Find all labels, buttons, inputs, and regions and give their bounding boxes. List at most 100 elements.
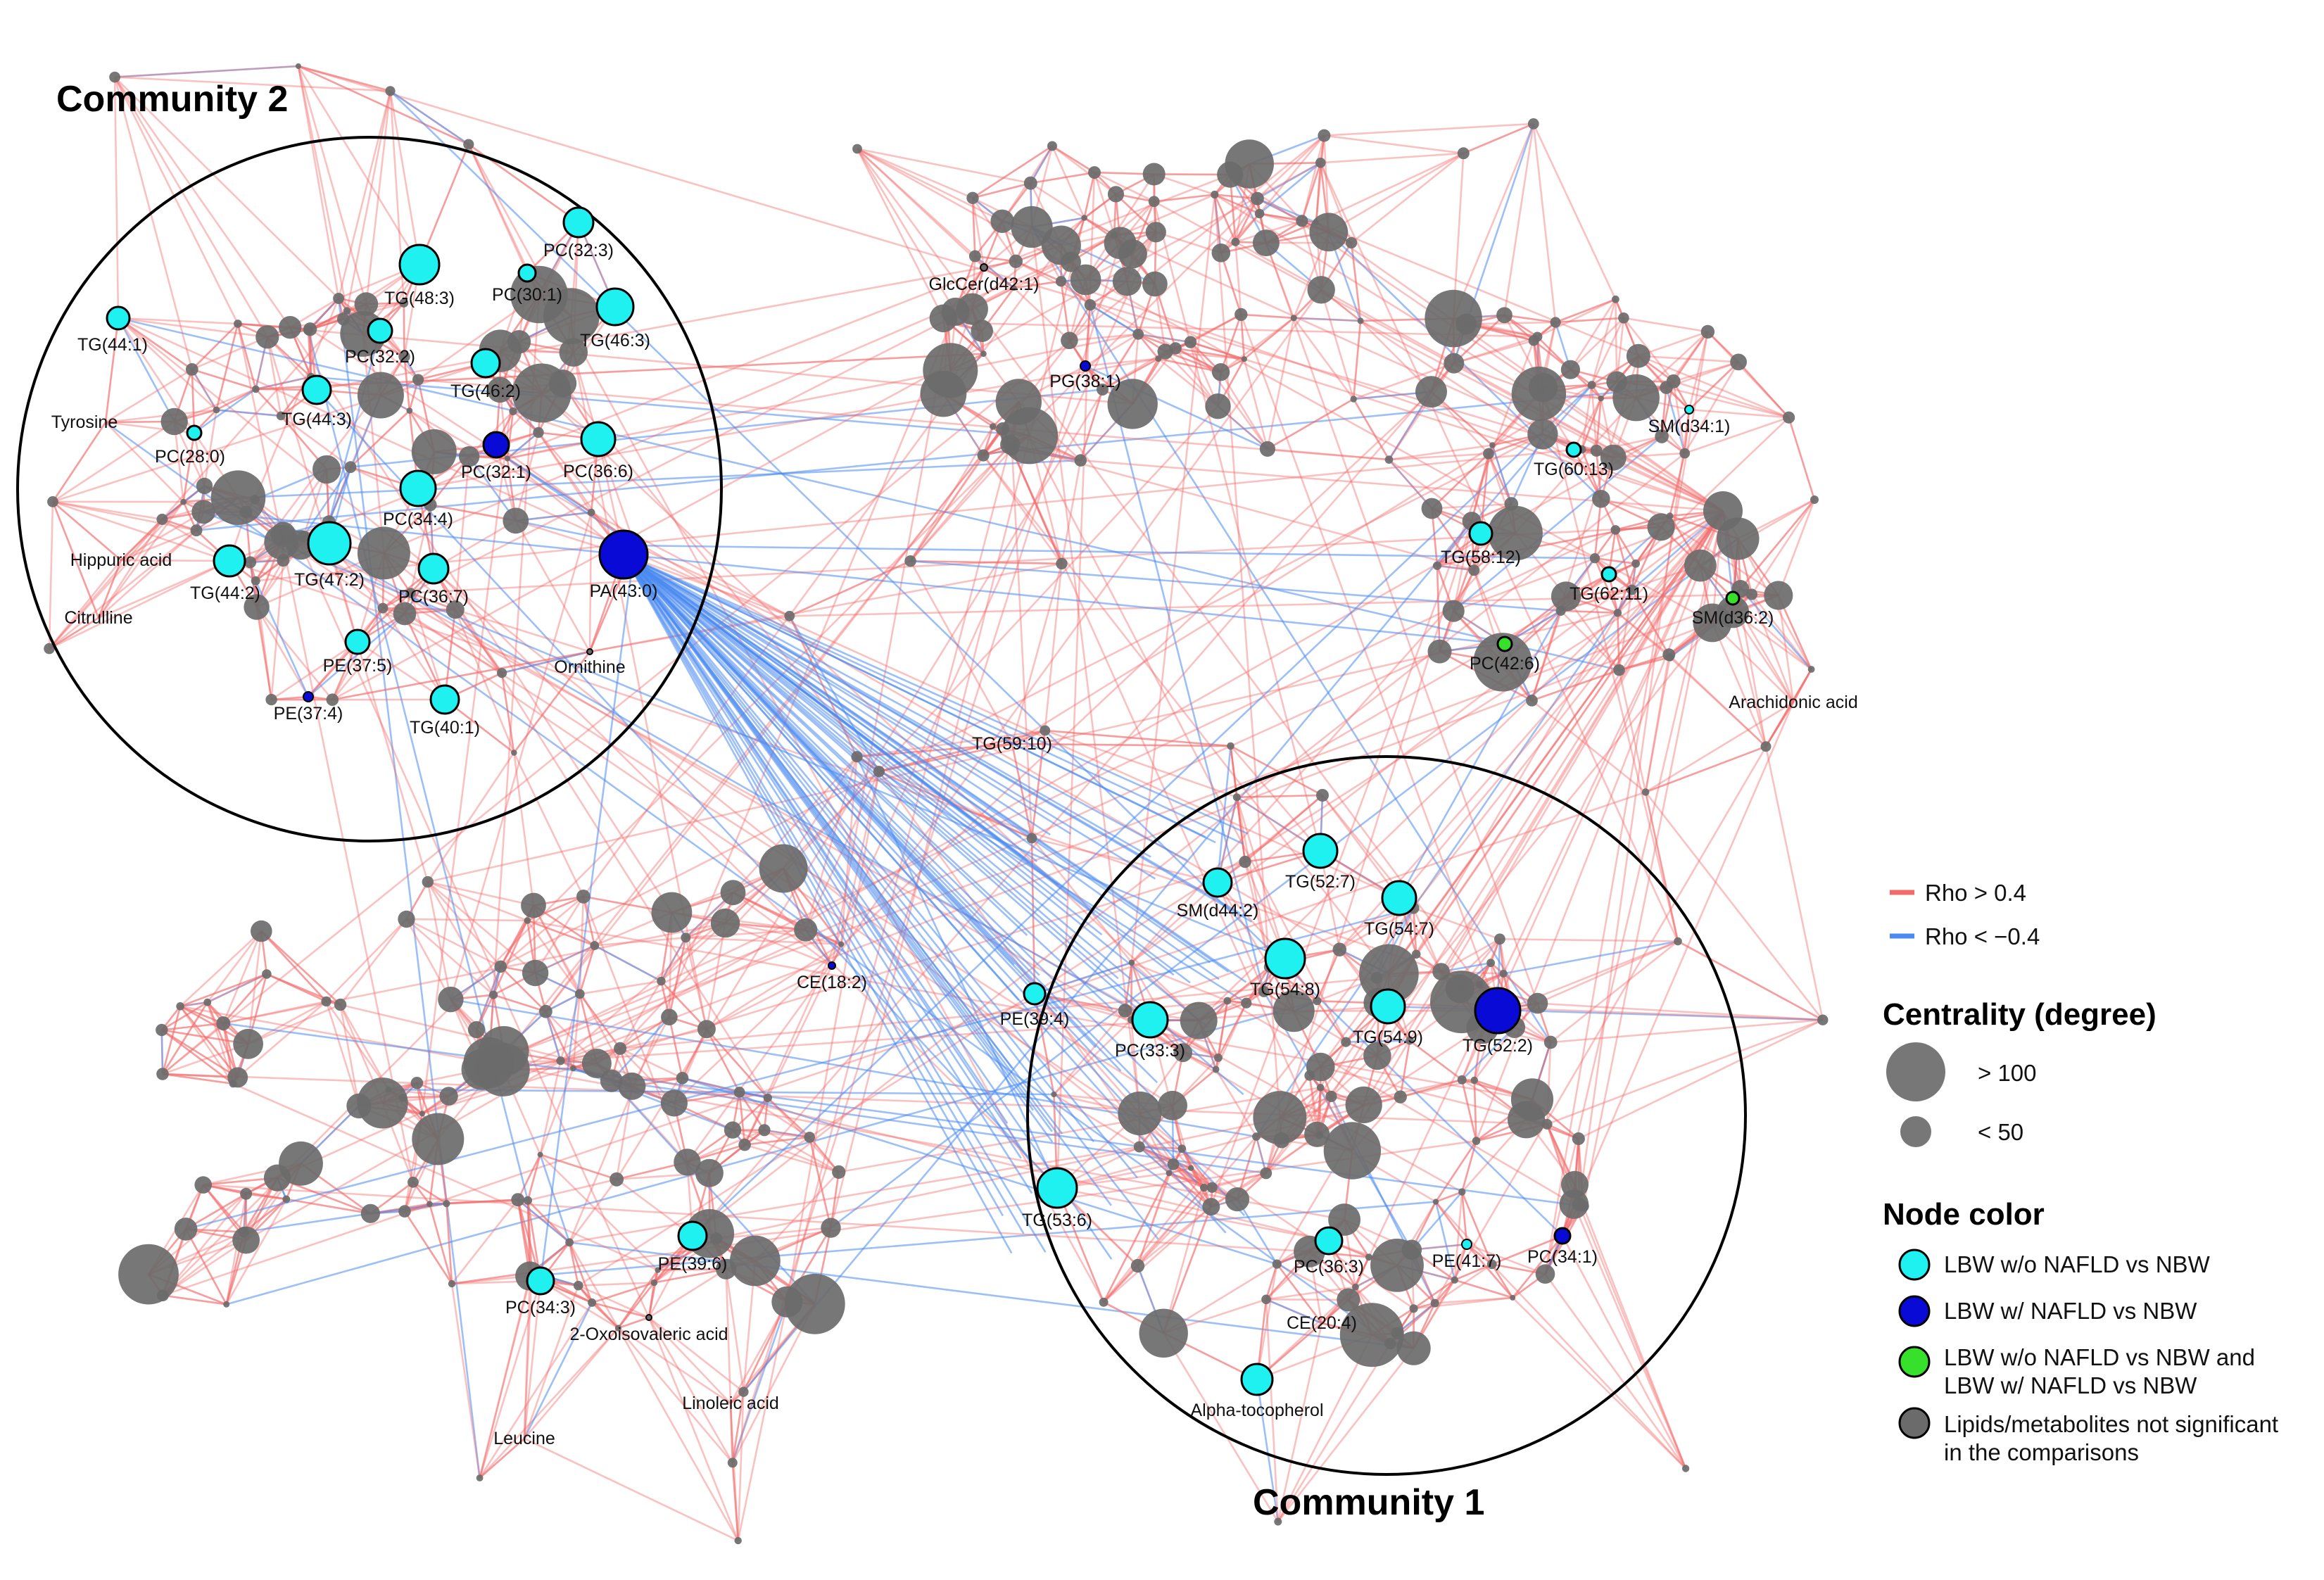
unlabeled-node (681, 933, 691, 943)
unlabeled-node (238, 1227, 249, 1238)
edge-positive (1217, 1000, 1229, 1058)
edge-positive (738, 1092, 766, 1131)
edge-positive (1434, 1263, 1493, 1304)
unlabeled-node (333, 293, 345, 304)
unlabeled-node (1252, 229, 1280, 257)
edge-positive (1593, 529, 1617, 559)
edge-positive (526, 1200, 533, 1272)
edge-negative (1255, 589, 1633, 1137)
edge-positive (1267, 448, 1389, 461)
unlabeled-node (357, 1077, 408, 1129)
unlabeled-node (1483, 448, 1494, 460)
unlabeled-node (511, 750, 517, 756)
edge-positive (185, 1193, 247, 1230)
edge-positive (403, 356, 411, 411)
edge-positive (389, 91, 421, 265)
edge-positive (1217, 1002, 1247, 1058)
edge-positive (578, 1284, 650, 1319)
unlabeled-node (1363, 1042, 1391, 1070)
edge-positive (1214, 194, 1261, 215)
edge-positive (578, 1282, 655, 1287)
node-tg-58-12-marker (1468, 521, 1493, 546)
unlabeled-node (537, 1151, 543, 1158)
edge-positive (692, 453, 1686, 1237)
unlabeled-node (1051, 1091, 1057, 1098)
edge-positive (594, 937, 686, 947)
edge-positive (648, 1270, 659, 1318)
edge-negative (623, 553, 1252, 923)
unlabeled-node (156, 1068, 169, 1080)
edge-positive (1617, 612, 1620, 671)
edge-positive (307, 329, 312, 377)
edge-positive (732, 1129, 840, 1173)
edge-positive (297, 65, 340, 299)
edge-positive (738, 1092, 746, 1145)
edge-positive (1561, 1235, 1687, 1470)
edge-positive (1220, 252, 1242, 315)
edge-positive (1409, 1039, 1463, 1081)
edge-positive (191, 336, 268, 371)
node-glccer-d42-1-marker (980, 263, 988, 272)
edge-positive (1388, 362, 1455, 460)
edge-positive (732, 892, 833, 967)
edge-positive (706, 943, 842, 1030)
edge-positive (404, 612, 503, 674)
node-pc-28-0-marker (186, 424, 203, 441)
edge-positive (51, 422, 107, 503)
unlabeled-node (1341, 1037, 1351, 1047)
unlabeled-node (1260, 1167, 1272, 1180)
unlabeled-node (1040, 725, 1051, 736)
node-tg-46-2: TG(46:2) (450, 348, 521, 401)
edge-positive (591, 1282, 655, 1304)
node-pc-36-7-marker (417, 552, 450, 585)
edge-positive (1173, 1163, 1212, 1208)
edge-positive (1103, 1265, 1139, 1303)
unlabeled-node (1166, 1170, 1173, 1177)
edge-positive (1644, 655, 1670, 792)
node-pa-43-0-marker (598, 529, 649, 580)
node-tg-52-2-label: TG(52:2) (1463, 1036, 1533, 1056)
edge-positive (1215, 1068, 1258, 1137)
edge-positive (51, 501, 100, 619)
edge-positive (223, 922, 726, 1025)
legend-color-gray-label-line2: in the comparisons (1944, 1439, 2139, 1465)
unlabeled-node (1606, 371, 1628, 393)
edge-positive (1113, 173, 1155, 236)
edge-positive (1532, 123, 1557, 323)
edge-positive (743, 1301, 788, 1393)
edge-positive (1560, 609, 1618, 614)
edge-positive (1413, 1296, 1513, 1310)
unlabeled-node (1627, 584, 1638, 595)
edge-positive (1551, 1018, 1823, 1044)
edge-positive (350, 410, 410, 468)
edge-positive (446, 1203, 453, 1284)
node-tg-40-1-marker (429, 684, 460, 715)
edge-negative (226, 1000, 1318, 1306)
node-ce-18-2: CE(18:2) (797, 961, 867, 992)
unlabeled-node (1647, 513, 1675, 541)
edge-positive (1013, 280, 1061, 289)
edge-positive (1060, 281, 1071, 341)
unlabeled-node (1508, 1101, 1546, 1139)
edge-positive (248, 1004, 341, 1045)
edge-positive (179, 1006, 234, 1085)
edge-positive (716, 1227, 831, 1240)
edge-positive (1672, 381, 1686, 454)
edge-negative (1216, 745, 1232, 883)
edge-positive (517, 1154, 541, 1201)
edge-positive (1245, 966, 1270, 1004)
edge-positive (421, 341, 520, 1114)
edge-positive (1673, 380, 1789, 419)
edge-positive (450, 1283, 481, 1479)
edge-positive (1165, 350, 1222, 373)
edge-positive (488, 294, 541, 1063)
unlabeled-node (1674, 937, 1682, 946)
edge-positive (433, 519, 517, 570)
edge-positive (1453, 314, 1505, 365)
edge-positive (500, 966, 547, 1013)
node-tg-62-11-marker (1600, 566, 1617, 583)
edge-negative (517, 1199, 570, 1244)
edge-positive (1660, 387, 1667, 437)
edge-positive (1452, 123, 1535, 320)
edge-positive (454, 609, 503, 674)
